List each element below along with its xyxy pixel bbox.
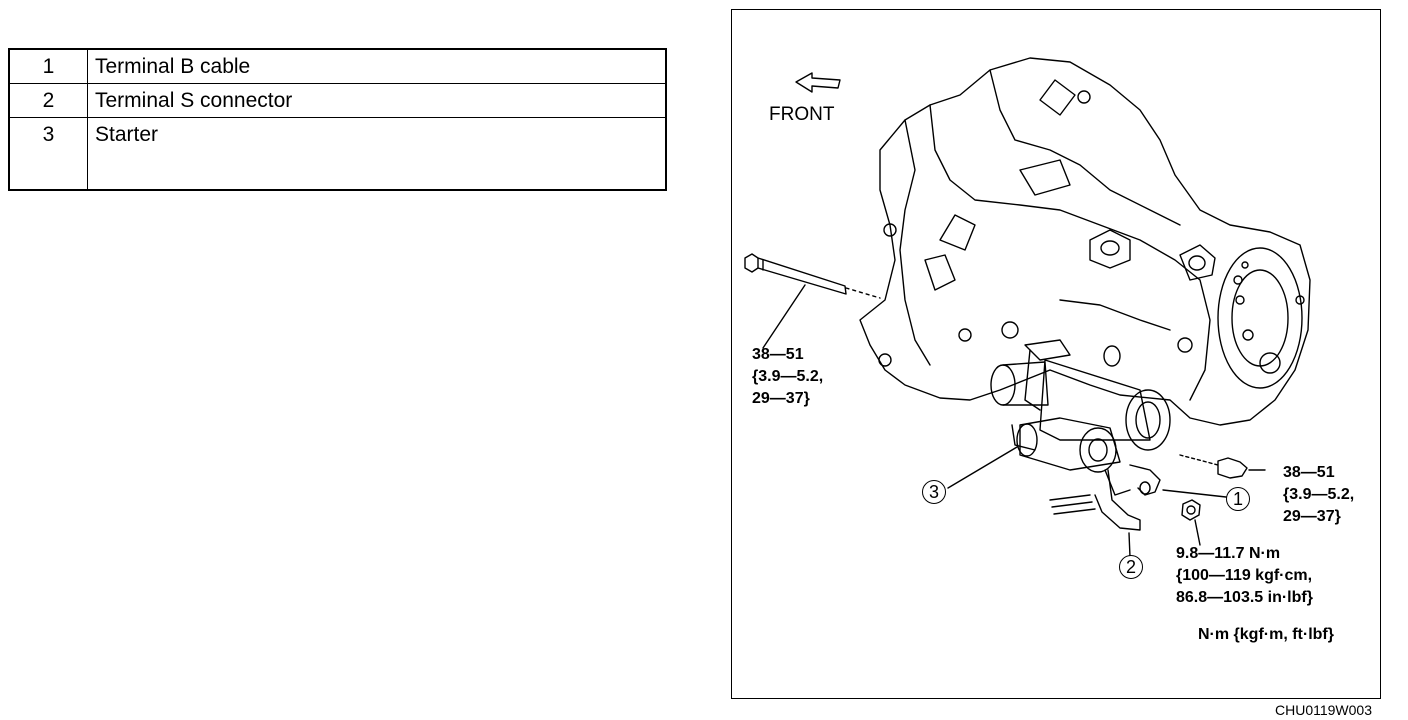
legend-number: 3 [8, 117, 88, 191]
figure-frame [731, 9, 1381, 699]
legend-label: Starter [87, 117, 667, 191]
torque-spec-long-bolt: 38—51 {3.9—5.2, 29—37} [752, 344, 823, 410]
right-mounting-bolt [1217, 457, 1248, 479]
terminal-b-cable [1129, 464, 1161, 496]
leader-line [1128, 532, 1131, 558]
leader-line [1162, 489, 1227, 498]
torque-line: 38—51 [1283, 464, 1335, 481]
callout-1: 1 [1226, 487, 1250, 511]
legend-label: Terminal B cable [87, 48, 667, 84]
callout-2: 2 [1119, 555, 1143, 579]
front-direction-label: FRONT [769, 104, 835, 125]
transmission-case [859, 57, 1311, 426]
long-mounting-bolt [744, 253, 881, 299]
torque-line: 86.8—103.5 in·lbf} [1176, 589, 1313, 606]
leader-line [947, 446, 1018, 489]
torque-line: {3.9—5.2, [752, 368, 824, 385]
parts-legend-table: 1 Terminal B cable 2 Terminal S connecto… [8, 48, 667, 191]
legend-row: 1 Terminal B cable [8, 48, 667, 84]
front-arrow-icon [795, 72, 841, 93]
legend-row: 2 Terminal S connector [8, 83, 667, 118]
terminal-s-connector [1049, 469, 1141, 531]
legend-label: Terminal S connector [87, 83, 667, 118]
unit-note: N·m {kgf·m, ft·lbf} [1198, 626, 1334, 643]
starter-motor [990, 339, 1171, 496]
torque-line: 9.8—11.7 N·m [1176, 545, 1281, 562]
starter-installation-drawing [744, 57, 1311, 558]
legend-row: 3 Starter [8, 117, 667, 191]
torque-line: 29—37} [752, 390, 810, 407]
torque-line: {3.9—5.2, [1283, 486, 1355, 503]
terminal-nut [1181, 499, 1201, 521]
torque-line: {100—119 kgf·cm, [1176, 567, 1313, 584]
legend-number: 2 [8, 83, 88, 118]
leader-line [1194, 519, 1201, 546]
callout-3: 3 [922, 480, 946, 504]
torque-line: 38—51 [752, 346, 804, 363]
legend-number: 1 [8, 48, 88, 84]
torque-spec-nut: 9.8—11.7 N·m {100—119 kgf·cm, 86.8—103.5… [1176, 543, 1313, 609]
leader-line [762, 284, 806, 349]
torque-line: 29—37} [1283, 508, 1341, 525]
torque-spec-right-bolt: 38—51 {3.9—5.2, 29—37} [1283, 462, 1354, 528]
figure-code: CHU0119W003 [1275, 702, 1373, 718]
